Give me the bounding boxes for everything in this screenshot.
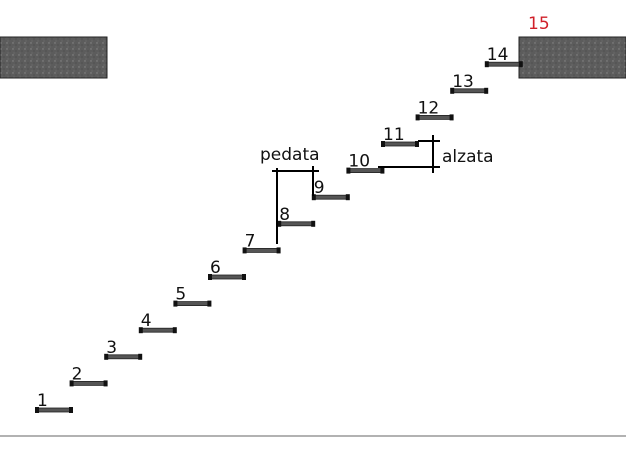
tread-end bbox=[415, 114, 420, 121]
step-number: 1 bbox=[37, 391, 48, 411]
tread-end bbox=[172, 327, 177, 334]
tread-end bbox=[450, 87, 455, 94]
tread-end bbox=[381, 141, 385, 147]
tread-end bbox=[103, 380, 108, 387]
step-number: 13 bbox=[452, 72, 474, 92]
tread-end bbox=[277, 220, 282, 227]
tread-end bbox=[173, 300, 178, 307]
step-number: 14 bbox=[487, 45, 509, 65]
step-number: 2 bbox=[72, 364, 83, 384]
tread-end bbox=[207, 300, 212, 307]
step-number: 10 bbox=[348, 152, 370, 172]
tread-end bbox=[484, 61, 489, 68]
tread-end bbox=[138, 353, 143, 360]
step-number: 4 bbox=[141, 311, 152, 331]
tread-end bbox=[208, 274, 212, 280]
alzata-label: alzata bbox=[442, 147, 494, 167]
tread-end bbox=[345, 194, 350, 201]
step-number: 12 bbox=[418, 98, 440, 118]
tread-end bbox=[242, 274, 246, 280]
tread-end bbox=[242, 247, 247, 254]
tread-end bbox=[415, 141, 419, 147]
alzata-dimension bbox=[378, 135, 440, 173]
tread-end bbox=[138, 327, 143, 334]
step-number: 3 bbox=[106, 338, 117, 358]
tread-end bbox=[380, 167, 385, 174]
tread-end bbox=[104, 353, 109, 360]
tread-end bbox=[69, 407, 73, 413]
right-landing-block bbox=[518, 36, 626, 79]
tread-end bbox=[35, 407, 39, 413]
tread-end bbox=[346, 167, 351, 174]
step-number: 11 bbox=[383, 125, 405, 145]
left-floor-block bbox=[0, 36, 108, 79]
step-number: 9 bbox=[314, 178, 325, 198]
pedata-label: pedata bbox=[260, 145, 320, 165]
step-number: 6 bbox=[210, 258, 221, 278]
tread-end bbox=[276, 247, 281, 254]
pedata-dimension bbox=[272, 166, 319, 244]
step-number: 5 bbox=[175, 285, 186, 305]
landing-label: 15 bbox=[528, 14, 550, 34]
tread-end bbox=[311, 220, 316, 227]
tread-end bbox=[69, 380, 74, 387]
tread-end bbox=[518, 61, 523, 68]
step-number: 7 bbox=[245, 231, 256, 251]
tread-end bbox=[311, 194, 316, 201]
tread-end bbox=[484, 87, 489, 94]
tread-end bbox=[449, 114, 454, 121]
step-number: 8 bbox=[279, 205, 290, 225]
